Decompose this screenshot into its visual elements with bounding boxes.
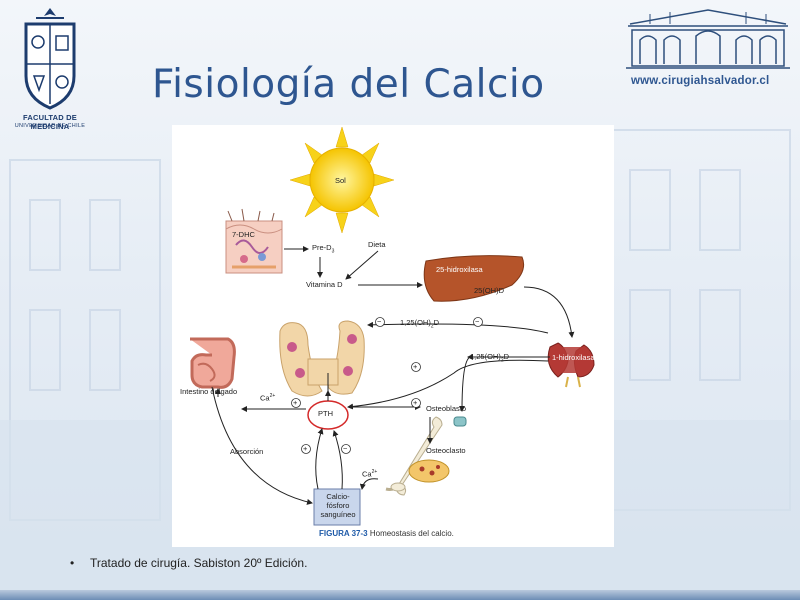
oh125d-right-label: 1,25(OH)2D [470,352,510,364]
dieta-label: Dieta [368,240,386,249]
absorcion-label: Absorción [230,447,264,456]
hidroxilasa25-label: 25-hidroxilasa [436,265,483,274]
university-name: UNIVERSIDAD DE CHILE [14,123,86,129]
faculty-shield-icon [24,8,76,110]
slide-title: Fisiología del Calcio [152,62,545,107]
sun-icon [289,126,395,234]
hospital-building-icon [626,9,790,69]
faculty-name: FACULTAD DE MEDICINA [22,113,77,131]
calcio-box-label: Calcio- fósforo sanguíneo [320,492,356,519]
minus-sign: − [377,317,382,326]
plus-sign: + [413,398,418,407]
reference-text: Tratado de cirugía. Sabiston 20º Edición… [90,556,308,570]
plus-sign: + [413,362,418,371]
intestine-icon [190,337,236,389]
pred3-label: Pre-D3 [312,243,335,255]
figure-diagram [190,126,595,526]
kidney-icon [547,342,595,388]
footer-bar [0,590,800,600]
ca-left-label: Ca2+ [260,393,276,403]
pth-label: PTH [318,409,333,418]
oh125d-top-label: 1,25(OH)2D [400,318,440,330]
plus-sign: + [293,398,298,407]
bullet-dot: • [70,556,75,570]
bone-icon [385,416,467,496]
osteoclasto-label: Osteoclasto [426,446,466,455]
website-link[interactable]: www.cirugiahsalvador.cl [631,75,770,87]
plus-sign: + [303,444,308,453]
reference-bullet: • Tratado de cirugía. Sabiston 20º Edició… [70,556,307,570]
ca-bottom-label: Ca2+ [362,469,378,479]
oh25d-label: 25(OH)D [474,286,505,295]
minus-sign: − [475,317,480,326]
osteoblasto-label: Osteoblasto [426,404,467,413]
calcio-fosforo-box [313,488,361,526]
calcium-homeostasis-figure: Sol 7-DHC Pre-D3 Dieta Vitamina D 25-hid… [172,125,614,547]
vitamina-d-label: Vitamina D [306,280,343,289]
hidroxilasa1-label: 1-hidroxilasa [552,353,595,362]
sun-label: Sol [335,176,346,185]
skin-icon [225,208,283,274]
liver-icon [423,255,525,302]
figure-caption: FIGURA 37-3 Homeostasis del calcio. [319,529,454,538]
intestino-label: Intestino delgado [180,387,238,396]
dhc-label: 7-DHC [232,230,255,239]
faculty-logo: FACULTAD DE MEDICINA UNIVERSIDAD DE CHIL… [6,6,94,136]
thyroid-icon [279,320,365,397]
minus-sign: − [343,444,348,453]
